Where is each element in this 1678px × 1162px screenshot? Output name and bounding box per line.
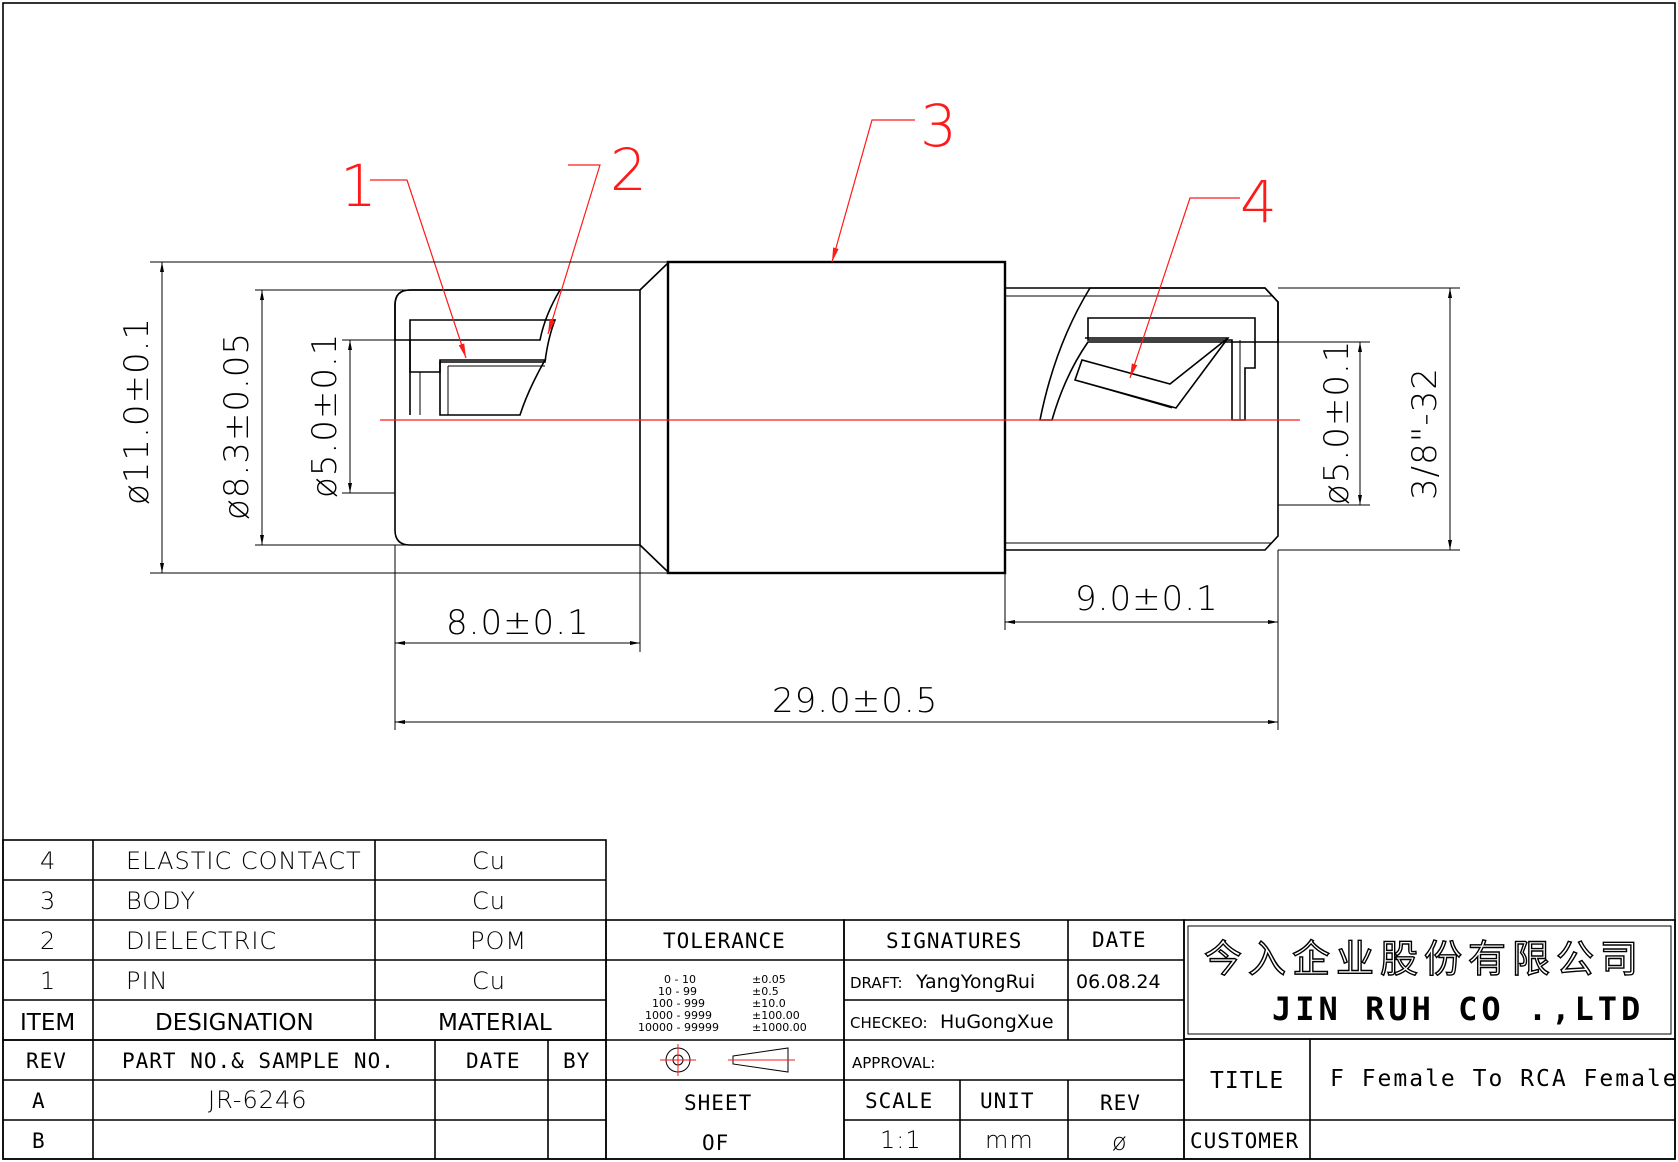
company-name-en: JIN RUH CO .,LTD [1272,990,1644,1028]
checked-name: HuGongXue [940,1011,1054,1033]
callout-4: 4 [1240,168,1277,236]
bom-header-material: MATERIAL [438,1010,552,1036]
bom-designation-2: DIELECTRIC [126,927,277,955]
dim-body-dia: ø8.3±0.05 [217,332,257,520]
company-name-cn: 今入企业股份有限公司 [1204,937,1644,981]
callout-1: 1 [340,152,377,220]
bom-item-2: 2 [40,927,56,955]
dim-right-length: 9.0±0.1 [1075,579,1219,619]
unit-label: UNIT [980,1089,1035,1113]
scale-label: SCALE [865,1089,933,1113]
sheet-label: SHEET [684,1091,752,1115]
tol-range-4: 10000 - 99999 [638,1021,719,1034]
checked-label: CHECKEO: [850,1014,928,1032]
draft-label: DRAFT: [850,974,903,992]
rev-b-label: B [32,1129,46,1153]
tol-range-3: 1000 - 9999 [645,1009,712,1022]
dim-thread: 3/8"-32 [1405,367,1445,500]
bom-designation-4: ELASTIC CONTACT [126,847,362,875]
horizontal-dimensions [394,545,1279,730]
dim-inner-dia-left: ø5.0±0.1 [305,333,345,498]
bom-item-1: 1 [40,967,56,995]
tol-value-3: ±100.00 [752,1009,800,1022]
signature-block [843,919,1185,1160]
tolerance-block [605,919,845,1160]
projection-symbol-icon [660,1044,795,1076]
right-section [1004,287,1279,551]
bom-material-1: Cu [472,967,506,995]
signatures-label: SIGNATURES [886,929,1022,953]
bom-material-2: POM [470,927,527,955]
unit-value: mm [985,1126,1034,1154]
vertical-dimensions [150,261,1460,574]
rev-header-part: PART NO.& SAMPLE NO. [122,1049,395,1073]
customer-label: CUSTOMER [1190,1129,1299,1153]
tol-value-1: ±0.5 [752,985,779,998]
bom-designation-1: PIN [126,967,169,995]
rev-header-rev: REV [26,1049,67,1073]
title-label: TITLE [1210,1068,1284,1094]
bom-item-4: 4 [40,847,56,875]
callout-3: 3 [920,92,957,160]
part-drawing: 1 2 3 4 ø11.0±0.1 ø8.3±0 [117,92,1460,730]
rev-a-label: A [32,1089,46,1113]
draft-name: YangYongRui [915,971,1035,993]
title-block [1183,1038,1676,1160]
rev-header-by: BY [563,1049,590,1073]
bom-header-designation: DESIGNATION [155,1010,314,1036]
rev-header-date: DATE [466,1049,521,1073]
callout-leaders [370,119,1240,379]
bom-header-item: ITEM [20,1010,75,1036]
tol-value-4: ±1000.00 [752,1021,807,1034]
dim-inner-dia-right: ø5.0±0.1 [1317,340,1357,505]
left-section [394,261,669,574]
title-value: F Female To RCA Female [1330,1066,1678,1092]
knurled-body [666,260,1007,575]
bom-table [2,839,607,1041]
of-label: OF [702,1131,729,1155]
scale-value: 1:1 [880,1126,922,1154]
bom-designation-3: BODY [126,887,196,915]
revision-table [2,1039,607,1160]
tol-value-0: ±0.05 [752,973,786,986]
approval-label: APPROVAL: [852,1054,935,1072]
tolerance-label: TOLERANCE [663,929,786,953]
date-label: DATE [1092,928,1147,952]
bom-material-4: Cu [472,847,506,875]
bom-material-3: Cu [472,887,506,915]
tol-value-2: ±10.0 [752,997,786,1010]
rev-value: ø [1112,1128,1128,1156]
dim-left-length: 8.0±0.1 [446,603,590,643]
rev-label: REV [1100,1091,1141,1115]
tol-range-2: 100 - 999 [652,997,705,1010]
bom-item-3: 3 [40,887,56,915]
dim-overall-length: 29.0±0.5 [772,681,938,721]
tol-range-0: 0 - 10 [664,973,696,986]
draft-date: 06.08.24 [1076,971,1161,993]
dim-outer-dia: ø11.0±0.1 [117,317,157,505]
rev-a-part: JR-6246 [208,1086,308,1114]
tol-range-1: 10 - 99 [658,985,697,998]
callout-2: 2 [610,136,647,204]
